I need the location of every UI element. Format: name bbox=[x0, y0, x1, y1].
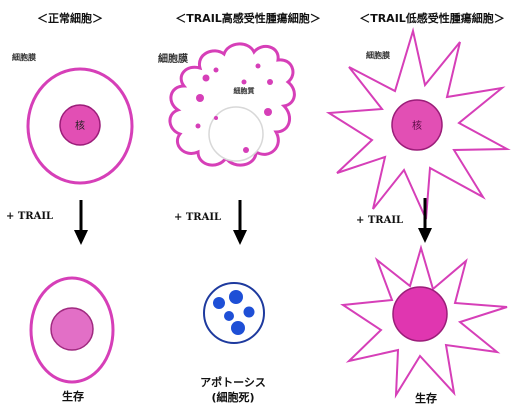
apoptotic-nucleus-ghost bbox=[209, 107, 263, 161]
nucleus-label-normal: 核 bbox=[75, 119, 85, 132]
result-label-apoptosis-sub: (細胞死) bbox=[211, 390, 254, 404]
membrane-label-high: 細胞膜 bbox=[158, 52, 188, 65]
trail-label-low: + TRAIL bbox=[356, 215, 403, 226]
nucleus-label-low: 核 bbox=[412, 119, 422, 132]
result-label-normal: 生存 bbox=[62, 389, 84, 403]
result-label-low: 生存 bbox=[415, 391, 437, 405]
cytoplasm-label: 細胞質 bbox=[234, 86, 255, 95]
treatment-arrow-normal bbox=[74, 200, 88, 245]
low-sensitivity-nucleus-after bbox=[393, 287, 447, 341]
normal-cell-nucleus-after bbox=[51, 308, 93, 350]
treatment-arrow-high bbox=[233, 200, 247, 245]
trail-label-high: + TRAIL bbox=[174, 212, 221, 223]
column-header-high-sensitivity: ＜TRAIL高感受性腫瘍細胞＞ bbox=[175, 11, 321, 25]
column-header-normal: ＜正常細胞＞ bbox=[37, 11, 103, 25]
column-header-low-sensitivity: ＜TRAIL低感受性腫瘍細胞＞ bbox=[359, 11, 505, 25]
result-label-apoptosis: アポトーシス bbox=[200, 375, 266, 389]
trail-label-normal: + TRAIL bbox=[6, 211, 53, 222]
membrane-label-normal: 細胞膜 bbox=[12, 52, 36, 62]
membrane-label-low: 細胞膜 bbox=[366, 50, 390, 60]
